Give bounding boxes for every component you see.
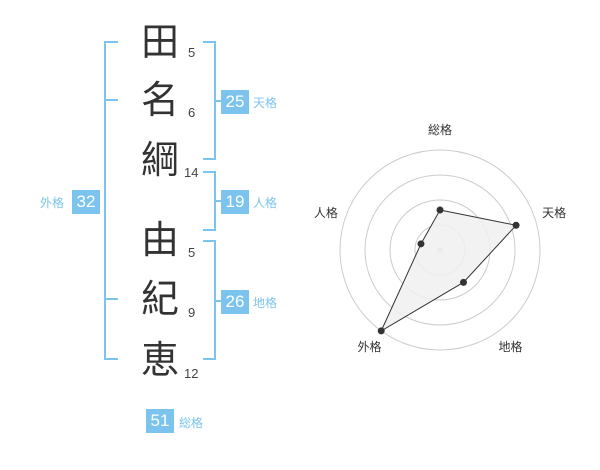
name-char-2: 名 bbox=[140, 78, 179, 122]
gaikaku-bracket bbox=[104, 41, 118, 360]
radar-point-2 bbox=[512, 221, 520, 229]
stroke-count-6: 12 bbox=[184, 366, 199, 381]
radar-axis-label-5: 人格 bbox=[314, 205, 338, 220]
radar-point-3 bbox=[460, 278, 468, 286]
radar-axis-label-1: 総格 bbox=[428, 122, 452, 137]
soukaku-value: 51 bbox=[146, 409, 174, 433]
name-char-5: 紀 bbox=[140, 277, 179, 321]
chikaku-bracket-tick bbox=[216, 300, 221, 302]
stroke-count-4: 5 bbox=[188, 245, 196, 260]
jinkaku-label: 人格 bbox=[253, 196, 278, 210]
gaikaku-bracket-tick bbox=[104, 99, 118, 101]
jinkaku-bracket bbox=[203, 171, 216, 231]
chikaku-label: 地格 bbox=[253, 296, 278, 310]
radar-point-5 bbox=[417, 240, 425, 248]
tenkaku-value: 25 bbox=[221, 90, 249, 114]
name-char-1: 田 bbox=[140, 20, 179, 64]
radar-grid-ring bbox=[364, 174, 516, 326]
stroke-count-5: 9 bbox=[188, 305, 196, 320]
tenkaku-label: 天格 bbox=[253, 96, 278, 110]
gaikaku-bracket-tick bbox=[104, 298, 118, 300]
radar-point-1 bbox=[436, 206, 444, 214]
jinkaku-value: 19 bbox=[221, 190, 249, 214]
radar-grid-ring bbox=[339, 149, 541, 351]
tenkaku-bracket-tick bbox=[216, 100, 221, 102]
tenkaku-bracket bbox=[203, 41, 216, 160]
stroke-count-2: 6 bbox=[188, 105, 196, 120]
jinkaku-bracket-tick bbox=[216, 200, 221, 202]
stroke-count-3: 14 bbox=[184, 165, 199, 180]
gaikaku-label: 外格 bbox=[40, 196, 65, 210]
soukaku-label: 総格 bbox=[179, 416, 204, 430]
name-char-4: 由 bbox=[140, 218, 179, 262]
radar-axis-label-3: 地格 bbox=[499, 339, 523, 354]
chikaku-value: 26 bbox=[221, 290, 249, 314]
radar-point-4 bbox=[377, 327, 385, 335]
gaikaku-value: 32 bbox=[72, 190, 100, 214]
name-char-3: 綱 bbox=[140, 138, 179, 182]
name-char-6: 恵 bbox=[140, 338, 179, 382]
radar-series-area bbox=[380, 209, 518, 333]
radar-axis-label-2: 天格 bbox=[542, 205, 566, 220]
chikaku-bracket bbox=[203, 240, 216, 360]
stroke-count-1: 5 bbox=[188, 45, 196, 60]
radar-axis-label-4: 外格 bbox=[357, 339, 381, 354]
